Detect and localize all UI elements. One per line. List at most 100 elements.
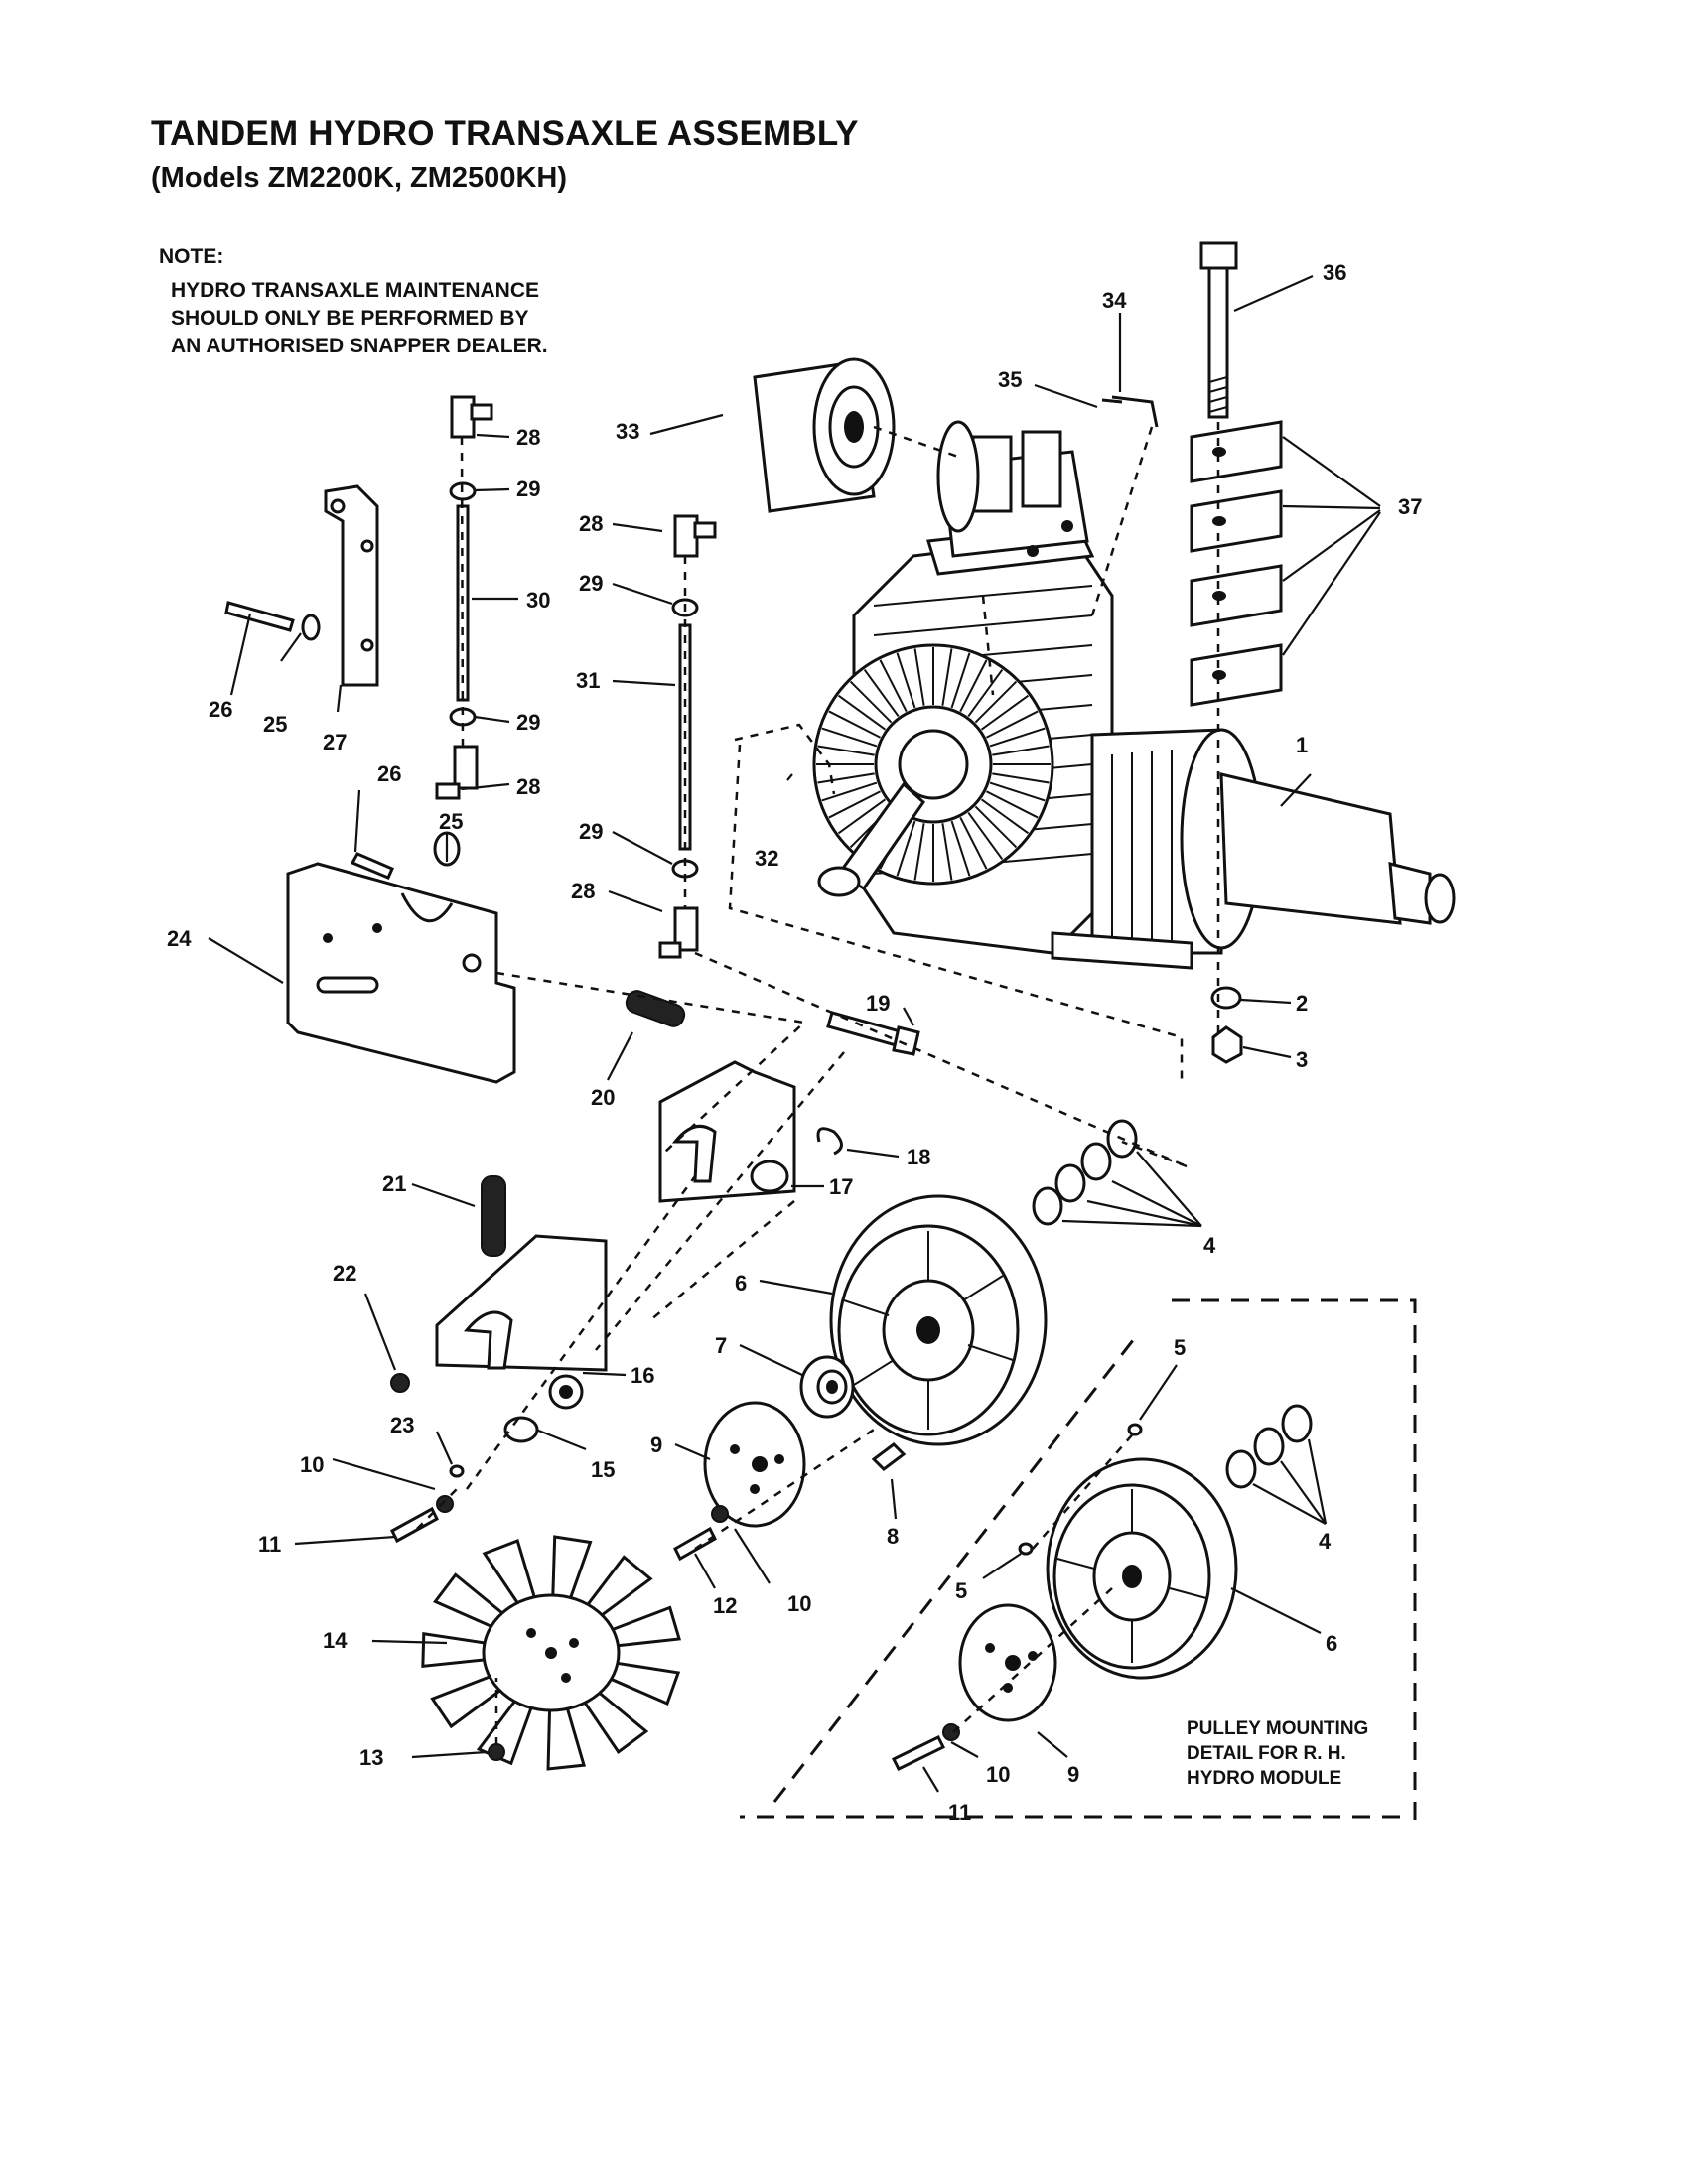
cooling-fin <box>817 772 875 784</box>
detail-caption-line-3: HYDRO MODULE <box>1187 1768 1342 1789</box>
fan-part-14 <box>421 1535 682 1771</box>
detail-pulley-part-6 <box>1046 1457 1238 1680</box>
washer-part-10-middle <box>711 1505 729 1523</box>
callout-29-c: 29 <box>579 571 603 596</box>
cooling-fin <box>837 798 887 835</box>
page-subtitle: (Models ZM2200K, ZM2500KH) <box>151 162 567 194</box>
detail-bolt-part-11 <box>891 1734 946 1772</box>
fan-blade <box>551 1535 593 1604</box>
callout-13: 13 <box>359 1745 383 1770</box>
callout-23: 23 <box>390 1413 414 1437</box>
callout-28-b: 28 <box>516 774 540 799</box>
callout-30: 30 <box>526 588 550 613</box>
callout-7: 7 <box>715 1333 727 1358</box>
part-callouts: 1 2 3 4 4 5 5 6 6 7 8 9 9 10 10 10 11 11… <box>167 260 1422 1825</box>
cooling-fin <box>896 652 916 709</box>
leader-lines <box>208 274 1381 1793</box>
bolt-part-26-upper <box>224 601 295 632</box>
cooling-fin <box>986 710 1039 739</box>
callout-35: 35 <box>998 367 1022 392</box>
callout-32: 32 <box>755 846 778 871</box>
cooling-fin <box>974 805 1018 849</box>
callout-18: 18 <box>907 1145 930 1169</box>
spring-part-20 <box>625 990 686 1027</box>
callout-15: 15 <box>591 1457 615 1482</box>
nut-part-3 <box>1211 1025 1243 1064</box>
callout-25-lower: 25 <box>439 809 463 834</box>
part-23 <box>449 1464 465 1478</box>
note-line-1: HYDRO TRANSAXLE MAINTENANCE <box>171 279 540 302</box>
detail-caption-line-2: DETAIL FOR R. H. <box>1187 1743 1346 1764</box>
fan-blade <box>482 1539 538 1609</box>
spacers-part-37 <box>1190 420 1283 707</box>
callout-5-detail-lower: 5 <box>955 1578 967 1603</box>
washer-part-2 <box>1210 986 1242 1010</box>
callout-27: 27 <box>323 730 347 754</box>
cooling-fin <box>974 680 1018 724</box>
nut-part-13 <box>488 1743 505 1761</box>
callout-11: 11 <box>258 1532 281 1557</box>
bolt-part-8 <box>871 1442 907 1471</box>
callout-29-a: 29 <box>516 477 540 501</box>
note-line-3: AN AUTHORISED SNAPPER DEALER. <box>171 335 548 357</box>
cooling-fin <box>821 781 878 802</box>
cooling-fin <box>989 781 1046 802</box>
cooling-fin <box>950 820 971 877</box>
cooling-fin <box>950 652 971 709</box>
cooling-fin <box>967 668 1004 718</box>
callout-5-detail-upper: 5 <box>1174 1335 1186 1360</box>
cooling-fin <box>980 798 1030 835</box>
callout-1: 1 <box>1296 733 1308 757</box>
callout-3: 3 <box>1296 1047 1308 1072</box>
callout-28-c: 28 <box>579 511 603 536</box>
callout-24: 24 <box>167 926 192 951</box>
callout-28-a: 28 <box>516 425 540 450</box>
cooling-fin <box>828 710 881 739</box>
page-title: TANDEM HYDRO TRANSAXLE ASSEMBLY <box>151 114 859 153</box>
callout-25-upper: 25 <box>263 712 287 737</box>
rod-assembly-part-31 <box>658 514 717 959</box>
callout-2: 2 <box>1296 991 1308 1016</box>
cooling-fin <box>941 648 953 706</box>
washer-part-10-left <box>436 1495 454 1513</box>
callout-10-middle: 10 <box>787 1591 811 1616</box>
fan-blade <box>546 1703 587 1771</box>
note-heading: NOTE: <box>159 245 224 268</box>
cooling-fin <box>959 659 988 712</box>
cooling-fin <box>992 772 1050 784</box>
callout-22: 22 <box>333 1261 356 1286</box>
spring-part-21 <box>481 1175 506 1257</box>
pin-part-34 <box>1101 395 1159 428</box>
hub-part-9 <box>703 1401 806 1528</box>
detail-washers-part-4 <box>1225 1404 1313 1489</box>
callout-17: 17 <box>829 1174 853 1199</box>
cooling-fin <box>849 680 893 724</box>
detail-washer-part-10 <box>942 1723 960 1741</box>
note-line-2: SHOULD ONLY BE PERFORMED BY <box>171 307 529 330</box>
washer-part-15 <box>503 1416 539 1443</box>
callout-6: 6 <box>735 1271 747 1296</box>
bracket-part-27 <box>324 484 379 687</box>
cooling-fin <box>837 694 887 731</box>
cooling-fin <box>828 790 881 819</box>
bolt-part-12 <box>673 1526 717 1562</box>
callout-9: 9 <box>650 1433 662 1457</box>
bolt-part-36 <box>1199 241 1238 419</box>
cooling-fin <box>980 694 1030 731</box>
bracket-part-16 <box>435 1234 608 1410</box>
cooling-fin <box>913 648 925 706</box>
callout-4: 4 <box>1203 1233 1216 1258</box>
nut-part-22 <box>390 1373 410 1393</box>
callout-26-lower: 26 <box>377 761 401 786</box>
callout-9-detail: 9 <box>1067 1762 1079 1787</box>
cooling-fin <box>967 811 1004 861</box>
callout-28-d: 28 <box>571 879 595 903</box>
bolt-part-26-lower <box>350 852 394 880</box>
callout-8: 8 <box>887 1524 899 1549</box>
callout-12: 12 <box>713 1593 737 1618</box>
detail-caption-line-1: PULLEY MOUNTING <box>1187 1718 1369 1739</box>
cooling-fin <box>863 668 900 718</box>
callout-21: 21 <box>382 1171 406 1196</box>
callout-11-detail: 11 <box>948 1800 971 1825</box>
